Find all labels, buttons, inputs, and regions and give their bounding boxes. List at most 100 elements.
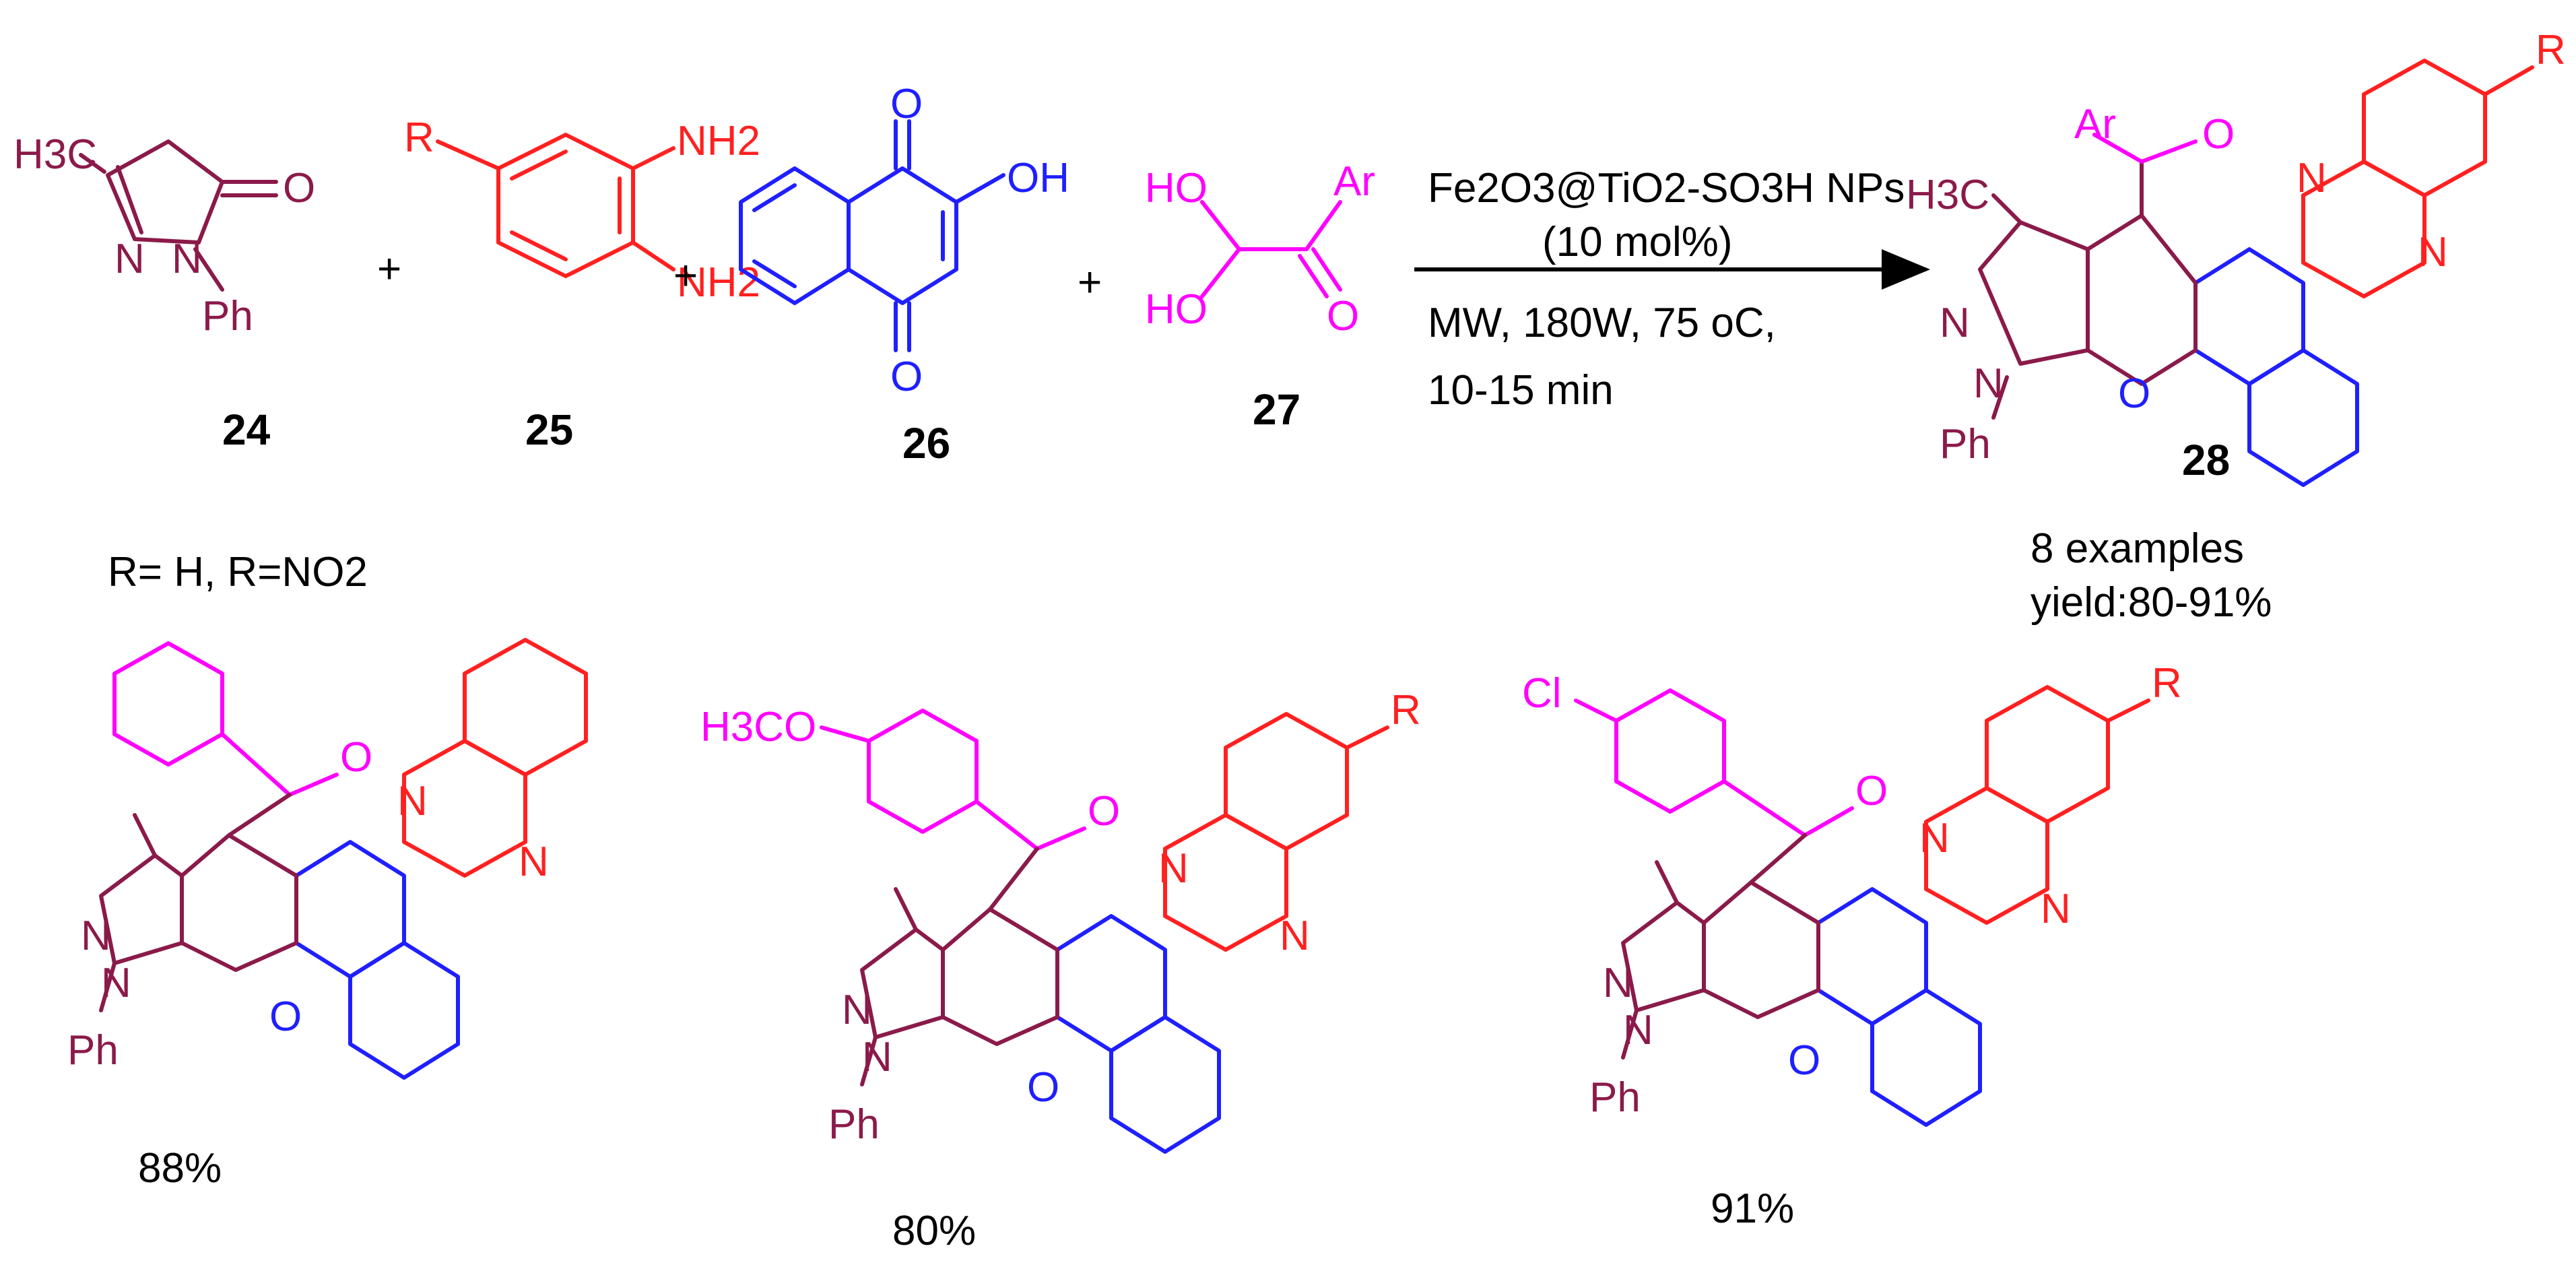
yield-range: yield:80-91%	[2030, 579, 2272, 626]
substituents-note: R= H, R=NO2	[108, 549, 368, 595]
product-pyran-ring	[2086, 214, 2198, 386]
example-ch-bond	[1749, 833, 1807, 884]
example-red-ring-2	[1924, 786, 2049, 925]
example-3: Cl O N N R N N O Ph 91%	[1522, 660, 2182, 1232]
example-aryl-sub: H3CO	[700, 704, 816, 750]
example-n-label-3: N	[1603, 960, 1633, 1006]
reactant-26: O OH O 26	[739, 81, 1069, 467]
r-bond	[436, 139, 500, 170]
example-r-bond	[2106, 698, 2150, 723]
example-aroyl-bond	[1722, 779, 1807, 837]
example-ch-bond	[227, 793, 292, 837]
o-label: O	[283, 165, 315, 212]
product-methyl-bond	[1991, 193, 2022, 224]
oh-label: OH	[1007, 155, 1069, 201]
example-methyl-bond	[133, 813, 157, 857]
example-yield: 91%	[1711, 1185, 1794, 1232]
example-blue-ring-1	[1816, 887, 1928, 1026]
example-blue-ring-1	[294, 840, 406, 979]
product-blue-ring-2	[2247, 348, 2359, 487]
example-pyrazole-ring	[860, 928, 945, 1039]
example-aroyl-bond	[220, 732, 292, 797]
example-blue-ring-2	[1109, 1015, 1221, 1154]
o-label: O	[1327, 293, 1359, 339]
example-n-label-2: N	[1280, 913, 1310, 959]
benzo-double-2	[752, 259, 797, 288]
example-yield: 80%	[892, 1208, 976, 1254]
example-n-label-3: N	[81, 913, 111, 959]
example-n-label-1: N	[1158, 845, 1189, 892]
example-r-bond	[1345, 725, 1389, 750]
example-n-label-1: N	[1919, 815, 1950, 861]
example-r-label: R	[2152, 660, 2182, 707]
example-red-ring-2	[402, 739, 527, 878]
benzo-double-1	[752, 183, 797, 212]
product-n-label-2: N	[2418, 229, 2448, 275]
example-n-label-4: N	[862, 1034, 892, 1080]
example-yield: 88%	[138, 1145, 222, 1192]
example-o-label: O	[1855, 768, 1888, 814]
example-aryl-sub: Cl	[1522, 670, 1562, 717]
example-pyran-ring	[1702, 880, 1820, 1019]
example-n-label-2: N	[519, 839, 549, 885]
nh2-label-1: NH2	[677, 118, 760, 164]
example-o-label: O	[1088, 788, 1120, 835]
reactant-24: H3C N N O Ph 24	[13, 131, 315, 454]
example-ph-bond	[860, 1035, 878, 1086]
product-co-bond	[2140, 139, 2198, 164]
product-n-label-4: N	[1973, 360, 2004, 407]
example-ph-bond	[1621, 1008, 1639, 1060]
example-o-ring-label: O	[1027, 1064, 1059, 1111]
r-label: R	[404, 115, 434, 161]
o-label-top: O	[890, 81, 923, 127]
example-methyl-bond	[1655, 860, 1679, 905]
compound-number: 26	[902, 419, 950, 467]
example-ch-bond	[988, 847, 1039, 911]
product-ph-label: Ph	[1940, 421, 1991, 467]
example-red-ring-1	[1224, 712, 1349, 851]
reaction-arrow: Fe2O3@TiO2-SO3H NPs (10 mol%) MW, 180W, …	[1414, 165, 1930, 414]
pyrazolone-ring	[106, 139, 224, 245]
example-co-bond	[1803, 806, 1854, 837]
ring-double-1	[510, 150, 568, 181]
example-red-ring-1	[1985, 685, 2110, 824]
product-r-bond	[2483, 65, 2534, 96]
oh-bond	[954, 173, 1005, 204]
product-n-label-1: N	[2297, 155, 2327, 201]
example-blue-ring-2	[348, 941, 460, 1080]
example-ph-bond	[99, 961, 117, 1012]
product-o-ring-label: O	[2118, 370, 2150, 417]
example-1: O N N N N O Ph 88%	[67, 638, 588, 1192]
example-red-ring-1	[463, 638, 588, 777]
example-ph-label: Ph	[828, 1101, 880, 1148]
ar-label: Ar	[1333, 158, 1375, 205]
plus-sign-2: +	[673, 253, 698, 299]
example-blue-ring-1	[1055, 914, 1167, 1053]
product-methyl-label: H3C	[1906, 172, 1989, 218]
example-o-ring-label: O	[269, 994, 302, 1040]
ring-double-3	[510, 230, 568, 261]
product-o-label: O	[2202, 111, 2235, 158]
ph-label: Ph	[202, 293, 253, 339]
nh2-bond-1	[631, 146, 675, 170]
methyl-bond	[79, 153, 106, 174]
nh2-label-2: NH2	[677, 259, 760, 306]
n-label: N	[114, 236, 145, 282]
example-n-label-4: N	[101, 960, 131, 1006]
conditions-line-1: MW, 180W, 75 oC,	[1428, 300, 1776, 346]
example-o-label: O	[340, 734, 372, 781]
ho-label-2: HO	[1145, 286, 1208, 333]
example-pyrazole-ring	[99, 853, 184, 965]
example-2: H3CO O N N R N N O Ph 80%	[700, 687, 1421, 1254]
product-red-ring-1	[2362, 59, 2487, 197]
example-n-label-2: N	[2041, 886, 2071, 932]
o-label-bottom: O	[890, 354, 923, 400]
example-o-ring-label: O	[1788, 1037, 1820, 1084]
example-phenyl-ring	[112, 641, 224, 767]
compound-number: 25	[525, 405, 573, 454]
example-pyran-ring	[180, 833, 298, 972]
n2-label: N	[172, 236, 202, 282]
example-co-bond	[288, 773, 339, 797]
example-aroyl-bond	[975, 800, 1039, 851]
